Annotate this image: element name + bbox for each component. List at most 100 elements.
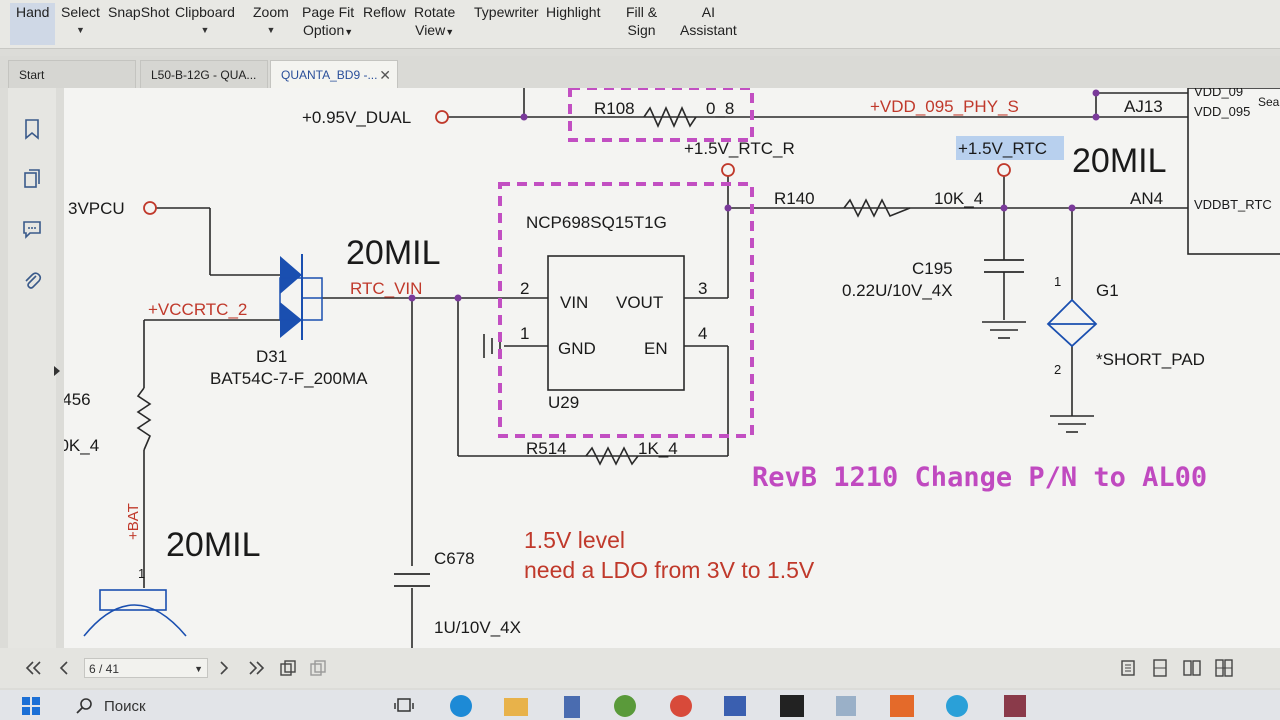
chevron-down-icon[interactable]: ▼ bbox=[194, 664, 203, 674]
chevron-down-icon: ▼ bbox=[445, 27, 455, 37]
pdf-app-icon[interactable] bbox=[890, 695, 914, 717]
d31-label: D31 bbox=[256, 347, 287, 366]
g1-pin1: 1 bbox=[1054, 274, 1061, 289]
chevron-down-icon: ▼ bbox=[200, 25, 210, 35]
highlight-label: Highlight bbox=[546, 4, 601, 20]
app-icon[interactable] bbox=[836, 696, 856, 716]
junction-dot bbox=[1068, 204, 1076, 212]
page-fit-label: Page Fit bbox=[302, 4, 355, 20]
clipboard-button[interactable]: Clipboard▼ bbox=[175, 3, 235, 39]
g1-short-pad bbox=[1046, 298, 1098, 348]
trace-width-top: 20MIL bbox=[1072, 142, 1167, 180]
tab-start[interactable]: Start bbox=[8, 60, 136, 88]
insert-page-icon[interactable] bbox=[308, 658, 328, 678]
u29-vout: VOUT bbox=[616, 293, 663, 312]
rtc-vin-label: RTC_VIN bbox=[350, 279, 422, 298]
last-page-icon[interactable] bbox=[248, 660, 266, 676]
save-app-icon[interactable] bbox=[724, 696, 746, 716]
tab-label: QUANTA_BD9 -... bbox=[281, 68, 378, 82]
c678-value: 1U/10V_4X bbox=[434, 618, 521, 637]
battery-symbol bbox=[83, 589, 187, 637]
pages-icon[interactable] bbox=[21, 168, 43, 190]
ai-label: AI bbox=[701, 4, 716, 20]
taskbar-search-label[interactable]: Поиск bbox=[104, 698, 146, 715]
pin-app-icon[interactable] bbox=[564, 696, 580, 718]
reflow-button[interactable]: Reflow bbox=[363, 3, 406, 21]
expand-panel-icon[interactable] bbox=[52, 364, 62, 378]
document-view: +0.95V_DUAL R108 0_8 +VDD_095_PHY_S AJ13… bbox=[64, 88, 1280, 648]
junction-dot bbox=[520, 113, 528, 121]
r140-value: 10K_4 bbox=[934, 189, 983, 208]
edge-browser-icon[interactable] bbox=[450, 695, 472, 717]
u29-gnd: GND bbox=[558, 339, 596, 358]
chrome-icon[interactable] bbox=[670, 695, 692, 717]
prev-page-icon[interactable] bbox=[58, 660, 70, 676]
file-explorer-icon[interactable] bbox=[504, 698, 528, 716]
d31-diode bbox=[279, 254, 323, 340]
windows-start-icon[interactable] bbox=[22, 697, 40, 715]
vdd095-pin-a: VDD_095 bbox=[1194, 104, 1250, 119]
snapshot-label: SnapShot bbox=[108, 4, 170, 20]
page-number-text: 6 / 41 bbox=[89, 662, 120, 676]
chevron-down-icon: ▼ bbox=[344, 27, 354, 37]
copy-page-icon[interactable] bbox=[278, 658, 298, 678]
rotate-label: Rotate bbox=[414, 4, 456, 20]
telegram-icon[interactable] bbox=[946, 695, 968, 717]
typewriter-button[interactable]: Typewriter bbox=[474, 3, 539, 21]
r108-value: 0_8 bbox=[706, 99, 734, 118]
utorrent-icon[interactable] bbox=[614, 695, 636, 717]
media-app-icon[interactable] bbox=[1004, 695, 1026, 717]
task-view-icon[interactable] bbox=[394, 697, 414, 715]
r514-value: 1K_4 bbox=[638, 439, 678, 458]
net-15v-rtc-label: +1.5V_RTC bbox=[958, 139, 1047, 158]
net-15v-rtc-r-label: +1.5V_RTC_R bbox=[684, 139, 795, 158]
c678-label: C678 bbox=[434, 549, 475, 568]
net-bat-label: +BAT bbox=[125, 503, 142, 540]
page-number-field[interactable]: 6 / 41 ▼ bbox=[84, 658, 208, 678]
search-icon[interactable] bbox=[76, 697, 94, 715]
junction-dot bbox=[724, 204, 732, 212]
teamviewer-icon[interactable] bbox=[780, 695, 804, 717]
close-icon[interactable]: ✕ bbox=[379, 67, 391, 83]
search-partial-label: Sear bbox=[1258, 95, 1280, 109]
tab-l50-b-12g[interactable]: L50-B-12G - QUA... bbox=[140, 60, 268, 88]
comment-icon[interactable] bbox=[21, 218, 43, 240]
zoom-button[interactable]: Zoom▼ bbox=[253, 3, 289, 39]
continuous-view-icon[interactable] bbox=[1150, 658, 1170, 678]
trace-width-bottom: 20MIL bbox=[166, 526, 261, 564]
zoom-label: Zoom bbox=[253, 4, 289, 20]
fill-sign-button[interactable]: Fill &Sign bbox=[626, 3, 657, 39]
u29-ic-box bbox=[547, 255, 685, 391]
continuous-facing-view-icon[interactable] bbox=[1214, 658, 1234, 678]
r456-label: R456 bbox=[64, 390, 91, 409]
highlight-button[interactable]: Highlight bbox=[546, 3, 600, 21]
aj13-label: AJ13 bbox=[1124, 97, 1163, 116]
next-page-icon[interactable] bbox=[218, 660, 230, 676]
snapshot-button[interactable]: SnapShot bbox=[108, 3, 170, 21]
r140-resistor bbox=[843, 198, 911, 218]
facing-view-icon[interactable] bbox=[1182, 658, 1202, 678]
net-095-dual-label: +0.95V_DUAL bbox=[302, 108, 411, 127]
single-page-view-icon[interactable] bbox=[1118, 658, 1138, 678]
side-panel bbox=[8, 88, 60, 648]
ldo-highlight-box bbox=[498, 182, 754, 438]
rotate-view-label: View bbox=[415, 22, 446, 38]
revb-change-note: RevB 1210 Change P/N to AL00 bbox=[752, 462, 1207, 493]
select-tool-button[interactable]: Select▼ bbox=[61, 3, 100, 39]
reflow-label: Reflow bbox=[363, 4, 406, 20]
attachment-icon[interactable] bbox=[21, 270, 43, 292]
bookmark-icon[interactable] bbox=[21, 118, 43, 140]
hand-tool-button[interactable]: Hand bbox=[10, 3, 56, 45]
tab-quanta-bd9[interactable]: QUANTA_BD9 -...✕ bbox=[270, 60, 398, 88]
first-page-icon[interactable] bbox=[24, 660, 42, 676]
u29-label: U29 bbox=[548, 393, 579, 412]
bat-pin: 1 bbox=[138, 566, 145, 581]
hand-label: Hand bbox=[16, 4, 50, 20]
port-15v-rtc bbox=[997, 163, 1011, 177]
trace-width-mid: 20MIL bbox=[346, 234, 441, 272]
text-selection-highlight bbox=[956, 136, 1064, 160]
main-toolbar: Hand Select▼ SnapShot Clipboard▼ Zoom▼ P… bbox=[0, 0, 1280, 49]
